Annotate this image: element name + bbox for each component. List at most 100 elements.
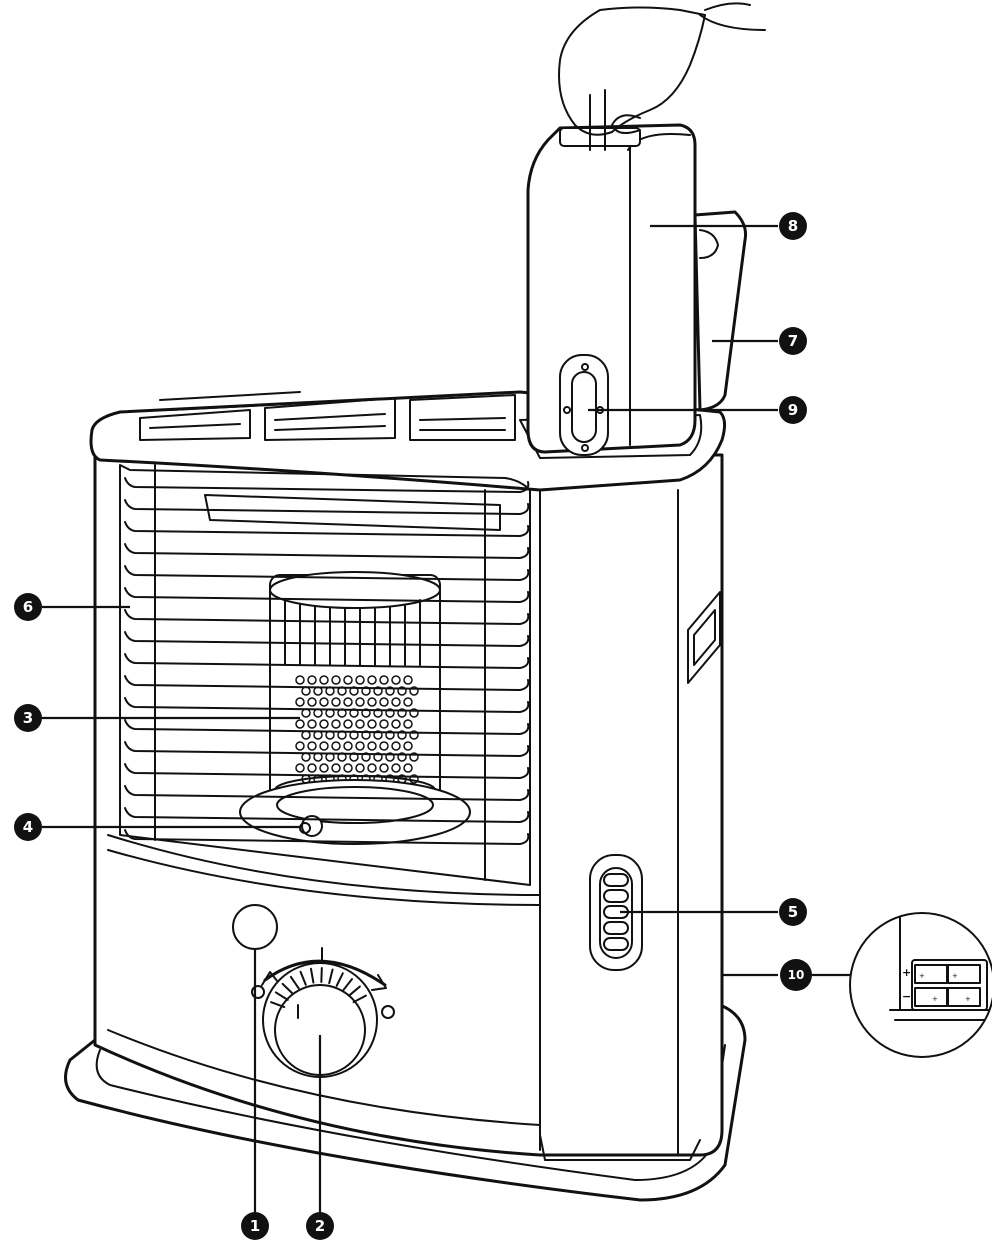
callout-7-number: 7 xyxy=(788,332,798,350)
callout-4: 4 xyxy=(14,813,42,841)
callout-9: 9 xyxy=(779,396,807,424)
grill-bar xyxy=(124,763,530,779)
perforation xyxy=(331,741,341,751)
callout-6: 6 xyxy=(14,593,42,621)
perforation xyxy=(379,697,389,707)
perforation xyxy=(391,741,401,751)
perforation xyxy=(355,741,365,751)
perforation xyxy=(331,675,341,685)
perforation xyxy=(385,730,395,740)
perforation xyxy=(307,675,317,685)
wick-igniter xyxy=(299,815,323,837)
callout-2-number: 2 xyxy=(315,1217,325,1235)
callout-3: 3 xyxy=(14,704,42,732)
grill-bar xyxy=(124,653,530,669)
perforation xyxy=(403,697,413,707)
grill-bar xyxy=(124,829,530,845)
grill-bar xyxy=(124,675,530,691)
grill-bar xyxy=(124,609,530,625)
perforation xyxy=(409,730,419,740)
callout-4-number: 4 xyxy=(23,818,33,836)
removable-fuel-tank xyxy=(526,123,697,454)
grill-bar xyxy=(124,521,530,537)
battery-minus-label: − xyxy=(902,990,911,1003)
perforation xyxy=(343,719,353,729)
knob-range-arc-icon xyxy=(263,959,387,987)
knob-ridge xyxy=(281,982,294,995)
grill-bar xyxy=(124,785,530,801)
perforation xyxy=(403,741,413,751)
perforation xyxy=(385,686,395,696)
knob-ridge xyxy=(348,985,361,997)
perforation xyxy=(367,763,377,773)
callout-10-number: 10 xyxy=(788,968,805,982)
grill-bar xyxy=(124,565,530,581)
perforation xyxy=(379,763,389,773)
perforation xyxy=(373,708,383,718)
callout-6-number: 6 xyxy=(23,598,33,616)
perforation xyxy=(319,697,329,707)
perforation xyxy=(409,708,419,718)
grill-bar xyxy=(124,741,530,757)
callout-2: 2 xyxy=(306,1212,334,1240)
knob-ridge xyxy=(270,1001,286,1009)
ignition-button[interactable] xyxy=(232,904,278,950)
perforation xyxy=(385,708,395,718)
perforation xyxy=(391,697,401,707)
low-dot-icon xyxy=(251,985,265,999)
perforation xyxy=(397,752,407,762)
gauge-slots xyxy=(603,873,629,951)
perforation xyxy=(403,719,413,729)
perforation xyxy=(307,741,317,751)
perforation xyxy=(355,719,365,729)
perforation xyxy=(355,763,365,773)
perforation xyxy=(367,697,377,707)
knob-ridge xyxy=(352,994,367,1004)
perforation xyxy=(367,675,377,685)
perforation xyxy=(295,719,305,729)
arrow-right-icon xyxy=(371,974,387,991)
callout-8: 8 xyxy=(779,212,807,240)
perforation xyxy=(343,697,353,707)
perforation xyxy=(391,719,401,729)
grill-bar xyxy=(124,587,530,603)
burner-base xyxy=(239,779,471,845)
knob-ridge xyxy=(335,972,344,987)
perforation xyxy=(373,752,383,762)
perforation xyxy=(343,675,353,685)
perforation xyxy=(343,763,353,773)
knob-ridges xyxy=(270,967,367,1009)
grill-bar xyxy=(124,631,530,647)
perforation xyxy=(379,741,389,751)
flame-adjust-knob[interactable] xyxy=(251,947,395,1078)
grill-bar xyxy=(124,719,530,735)
battery-cell-plus-2: + xyxy=(952,972,958,980)
perforation xyxy=(367,719,377,729)
leader-lines xyxy=(42,224,850,1212)
perforation xyxy=(409,686,419,696)
perforation xyxy=(355,675,365,685)
perforation xyxy=(307,697,317,707)
arrow-left-icon xyxy=(261,971,279,986)
perforation xyxy=(355,697,365,707)
burner-chimney xyxy=(269,571,441,816)
perforation xyxy=(331,697,341,707)
callout-7: 7 xyxy=(779,327,807,355)
gauge-slot xyxy=(603,889,629,903)
battery-cell-plus-3: + xyxy=(932,995,938,1003)
perforation xyxy=(331,763,341,773)
perforation xyxy=(373,686,383,696)
perforation xyxy=(331,719,341,729)
battery-cell-plus-4: + xyxy=(965,995,971,1003)
perforation xyxy=(391,763,401,773)
grill-bar xyxy=(124,543,530,559)
perforation xyxy=(391,675,401,685)
perforation xyxy=(295,741,305,751)
perforation xyxy=(397,730,407,740)
grill-bars xyxy=(124,477,530,845)
callout-10: 10 xyxy=(780,959,812,991)
perforation xyxy=(367,741,377,751)
perforation xyxy=(397,708,407,718)
grill-bar xyxy=(124,477,530,493)
